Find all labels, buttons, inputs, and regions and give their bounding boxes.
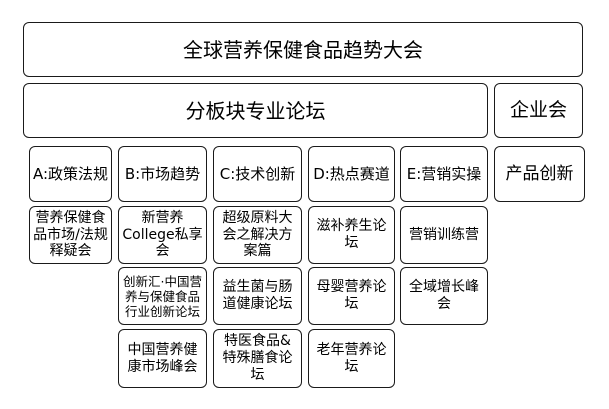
- node-track-b-item-college-session: 新营养 College私享 会: [118, 206, 207, 264]
- node-track-c-item-probiotics-forum: 益生菌与肠 道健康论坛: [213, 267, 302, 325]
- node-track-d-hotspot-header: D:热点赛道: [308, 146, 395, 202]
- node-track-b-item-market-summit: 中国营养健 康市场峰会: [118, 329, 207, 388]
- node-track-c-item-special-food-forum: 特医食品& 特殊膳食论 坛: [213, 329, 302, 388]
- node-track-a-item-regulation-session: 营养保健食 品市场/法规 释疑会: [29, 206, 112, 264]
- node-track-d-item-wellness-forum: 滋补养生论 坛: [308, 206, 395, 264]
- node-product-innovation: 产品创新: [494, 146, 585, 202]
- node-track-c-tech-header: C:技术创新: [213, 146, 302, 202]
- node-enterprise-meeting: 企业会: [494, 83, 583, 138]
- node-track-b-market-header: B:市场趋势: [118, 146, 207, 202]
- node-track-e-item-marketing-camp: 营销训练营: [400, 206, 488, 264]
- node-forum-section-title: 分板块专业论坛: [23, 83, 488, 138]
- node-track-c-item-ingredients-session: 超级原料大 会之解决方 案篇: [213, 206, 302, 264]
- node-track-d-item-maternal-forum: 母婴营养论 坛: [308, 267, 395, 325]
- node-track-e-item-growth-summit: 全域增长峰 会: [400, 267, 488, 325]
- node-main-conference-title: 全球营养保健食品趋势大会: [23, 22, 583, 77]
- node-track-e-marketing-header: E:营销实操: [400, 146, 488, 202]
- node-track-a-policy-header: A:政策法规: [29, 146, 112, 202]
- node-track-b-item-innovation-forum: 创新汇·中国营 养与保健食品 行业创新论坛: [118, 267, 207, 325]
- node-track-d-item-elderly-forum: 老年营养论 坛: [308, 329, 395, 388]
